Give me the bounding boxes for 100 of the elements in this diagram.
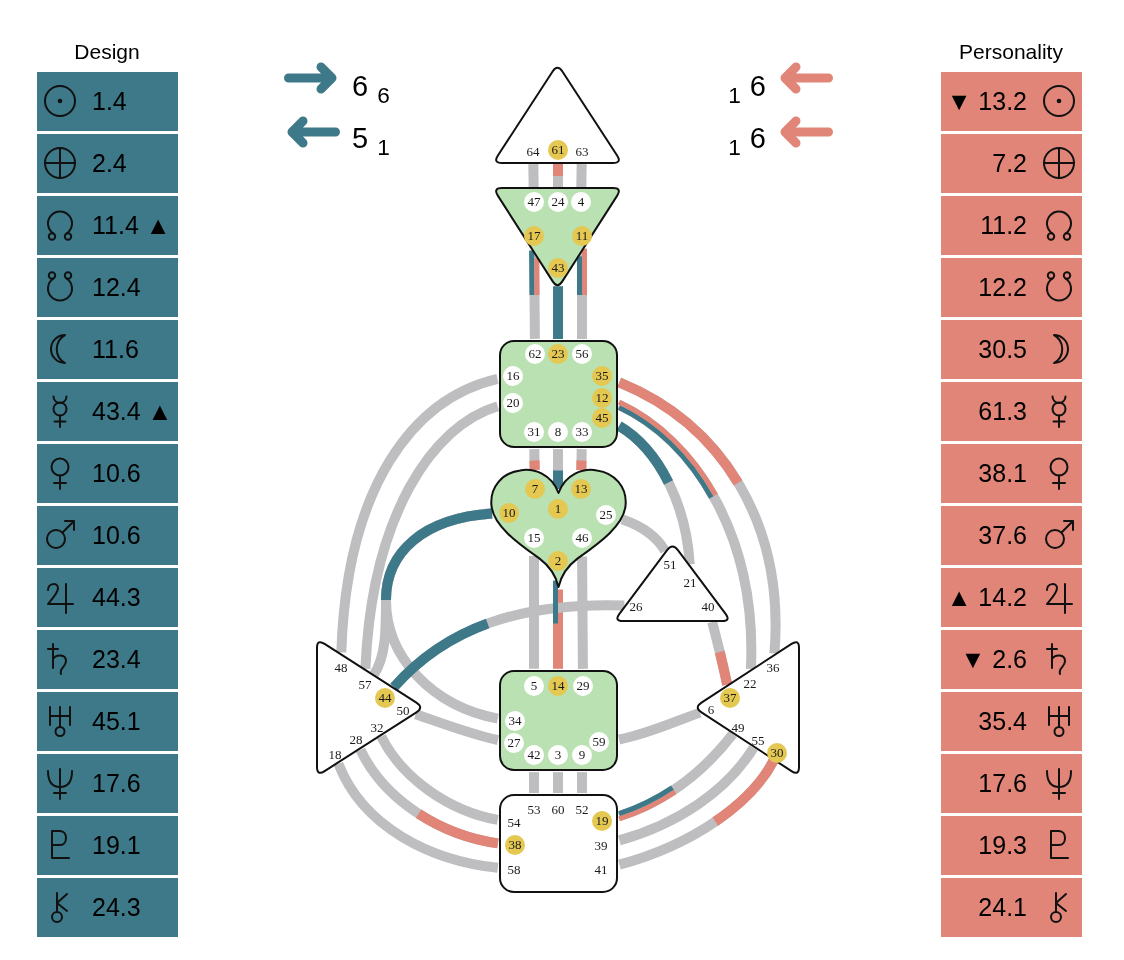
gate-number: 50	[396, 702, 410, 718]
planet-row	[37, 196, 178, 255]
position-value: 38.1	[978, 460, 1027, 487]
gate-number: 60	[551, 801, 565, 817]
channel-line	[714, 650, 733, 686]
planet-row	[941, 196, 1082, 255]
gate-number: 64	[526, 143, 540, 159]
position-value: 24.3	[92, 894, 141, 921]
channel-line	[415, 809, 499, 849]
gate-number: 59	[589, 732, 609, 752]
channel-line	[553, 772, 563, 793]
planet-row	[941, 444, 1082, 503]
position-value: 30.5	[978, 336, 1027, 363]
gate-number: 18	[328, 746, 342, 762]
variable-digits: $_{1}$6	[728, 122, 766, 155]
gate-number: 14	[548, 676, 568, 696]
gate-number: 12	[592, 388, 612, 408]
channel-line	[381, 508, 493, 601]
gate-number: 3	[548, 745, 568, 765]
position-value: 43.4 ▲	[92, 398, 173, 425]
gate-number: 55	[751, 732, 765, 748]
gate-number: 56	[572, 344, 592, 364]
planet-row	[37, 382, 178, 441]
planet-row	[37, 134, 178, 193]
gate-number: 40	[701, 598, 715, 614]
gate-number: 39	[594, 837, 608, 853]
gate-number: 31	[524, 422, 544, 442]
gate-number: 6	[707, 701, 715, 717]
position-value: 10.6	[92, 460, 141, 487]
channel-line	[620, 514, 670, 554]
planet-row	[37, 878, 178, 937]
planet-row	[941, 568, 1082, 627]
gate-number: 19	[592, 811, 612, 831]
gate-number: 57	[358, 676, 372, 692]
variable-digits: $_{1}$6	[728, 70, 766, 103]
planet-row	[941, 382, 1082, 441]
planet-row	[941, 754, 1082, 813]
planet-row	[941, 258, 1082, 317]
gate-number: 58	[507, 861, 521, 877]
channel-line	[576, 460, 587, 471]
planet-row	[941, 72, 1082, 131]
gate-number: 38	[505, 835, 525, 855]
position-value: 7.2	[992, 150, 1027, 177]
position-value: ▼ 2.6	[960, 646, 1027, 673]
channel-line	[577, 256, 582, 295]
planet-row	[37, 568, 178, 627]
channel-line	[528, 164, 539, 188]
planet-row	[941, 878, 1082, 937]
gate-number: 51	[663, 556, 677, 572]
position-value: 17.6	[978, 770, 1027, 797]
rounded-square-center	[499, 794, 618, 893]
position-value: 12.2	[978, 274, 1027, 301]
gate-number: 45	[592, 408, 612, 428]
channel-line	[553, 164, 563, 176]
planet-row	[37, 444, 178, 503]
planet-row	[941, 134, 1082, 193]
gate-number: 26	[629, 598, 643, 614]
position-value: 2.4	[92, 150, 127, 177]
gate-number: 9	[572, 745, 592, 765]
channel-line	[414, 709, 500, 745]
planet-row	[37, 320, 178, 379]
planet-row	[941, 816, 1082, 875]
planet-row	[941, 692, 1082, 751]
position-value: 1.4	[92, 88, 127, 115]
channel-line	[617, 377, 743, 486]
planet-row	[37, 754, 178, 813]
channel-line	[618, 707, 702, 745]
position-value: 61.3	[978, 398, 1027, 425]
variable-digits: 5$_{1}$	[352, 122, 390, 155]
position-value: 37.6	[978, 522, 1027, 549]
variable-digits: 6$_{6}$	[352, 70, 390, 103]
gate-number: 20	[503, 393, 523, 413]
planet-row	[37, 692, 178, 751]
channel-line	[616, 421, 673, 485]
column-heading: Personality	[959, 40, 1063, 64]
planet-row	[37, 506, 178, 565]
position-value: 19.3	[978, 832, 1027, 859]
channel-line	[553, 470, 563, 490]
rounded-square-center	[499, 670, 618, 771]
gate-number: 49	[731, 719, 745, 735]
position-value: 11.2	[980, 212, 1027, 239]
gate-number: 5	[524, 676, 544, 696]
channel-line	[577, 556, 588, 669]
position-value: 17.6	[92, 770, 141, 797]
column-heading: Design	[74, 40, 140, 64]
channel-line	[582, 248, 587, 295]
position-value: 44.3	[92, 584, 141, 611]
position-value: 24.1	[978, 894, 1027, 921]
gate-number: 54	[507, 814, 521, 830]
gate-number: 32	[370, 719, 384, 735]
channel-line	[529, 772, 539, 793]
position-value: ▲ 14.2	[946, 584, 1027, 611]
gate-number: 22	[743, 675, 757, 691]
planet-row	[37, 816, 178, 875]
position-value: 10.6	[92, 522, 141, 549]
channel-line	[529, 460, 540, 470]
channel-line	[333, 761, 499, 873]
gate-number: 27	[504, 733, 524, 753]
position-value: 11.4 ▲	[92, 212, 171, 239]
planet-row	[37, 72, 178, 131]
